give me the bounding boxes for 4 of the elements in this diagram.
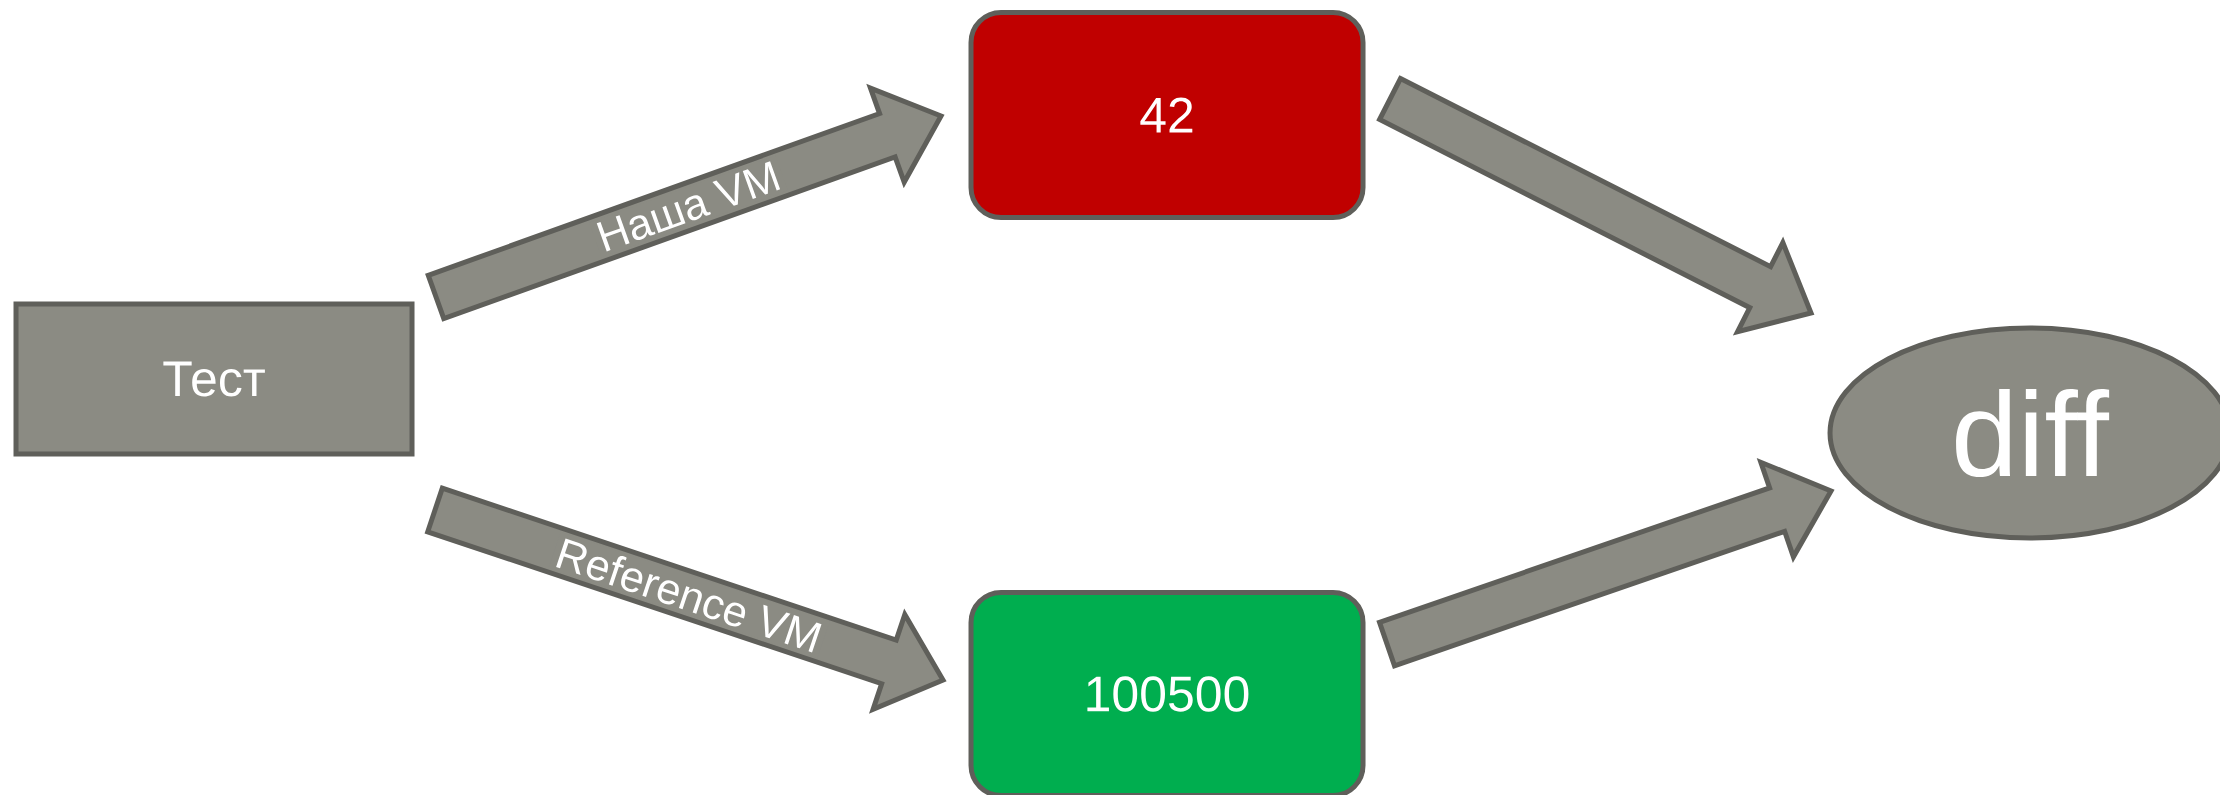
process-box: Тест	[13, 301, 415, 457]
edge-label: Наша VM	[589, 155, 788, 258]
result-box: 100500	[968, 590, 1366, 795]
result-box: 42	[968, 10, 1366, 220]
